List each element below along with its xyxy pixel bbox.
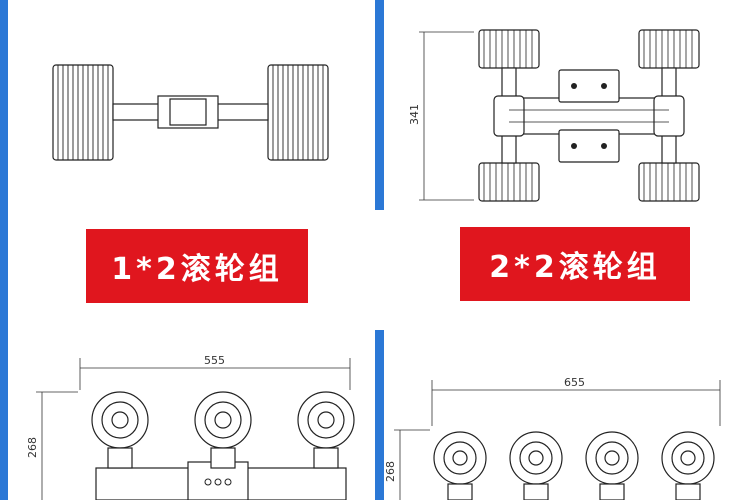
- center-block: [169, 98, 207, 126]
- dimension-555: 555: [204, 354, 225, 367]
- drawing-3-wheel-front-view: 555 268: [8, 330, 375, 500]
- dimension-341: 341: [408, 104, 421, 125]
- three-wheel-svg: 555 268: [26, 354, 355, 500]
- four-wheel-svg: 655 268: [384, 376, 721, 500]
- label-2x2-roller-group: 2*2滚轮组: [460, 227, 690, 301]
- label-1x2-roller-group: 1*2滚轮组: [86, 229, 308, 303]
- roller-2x2-svg: 341: [408, 29, 700, 202]
- drawing-2x2-top-view: 341: [384, 0, 750, 210]
- dimension-655: 655: [564, 376, 585, 389]
- dimension-268-left: 268: [26, 437, 39, 458]
- dimension-268-right: 268: [384, 461, 397, 482]
- drawing-1x2-top-view: [8, 0, 375, 210]
- roller-1x2-svg: [52, 64, 329, 161]
- drawing-4-wheel-front-view: 655 268: [384, 330, 750, 500]
